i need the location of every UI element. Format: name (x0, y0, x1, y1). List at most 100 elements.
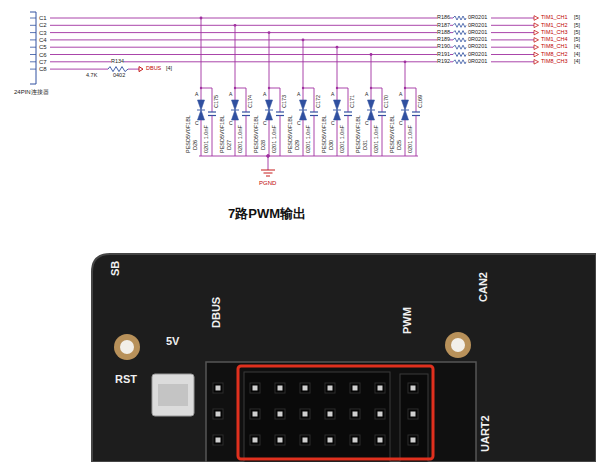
part-name: C173 (282, 95, 288, 108)
wire (197, 110, 205, 111)
part-name: D25 (397, 140, 403, 150)
header-pin (378, 438, 383, 443)
diode-symbol (368, 110, 375, 120)
part-value: PESD5V0F1BL (322, 115, 328, 153)
pin-socket (350, 383, 360, 393)
pin-socket (375, 383, 385, 393)
part-value: 0R0201 (468, 15, 487, 21)
header-pin (216, 386, 221, 391)
part-name: D31 (363, 140, 369, 150)
part-name: D28 (261, 140, 267, 150)
pin-letter: A (229, 92, 232, 97)
diode-symbol (402, 110, 409, 120)
sheet-ref: [5] (574, 23, 580, 29)
header-pin (278, 412, 283, 417)
part-value: 0R0201 (468, 52, 487, 58)
board-photo (92, 254, 596, 462)
part-value: 0R0201 (468, 23, 487, 29)
part-name: R186 (437, 15, 450, 21)
pin-letter: C (297, 121, 301, 126)
part-value: 0201 1.0nF (374, 125, 380, 153)
diode-symbol (334, 110, 341, 120)
port-label: PWM (402, 307, 413, 334)
header-pin (411, 412, 416, 417)
pin-socket (250, 435, 260, 445)
resistor-symbol (453, 60, 466, 64)
part-value: PESD5V0F1BL (220, 115, 226, 153)
pin-socket (408, 409, 418, 419)
part-value: PESD5V0F1BL (356, 115, 362, 153)
sheet-ref: [4] (574, 59, 580, 65)
part-name: C169 (418, 95, 424, 108)
connector-pin (30, 32, 36, 33)
header-pin (411, 386, 416, 391)
part-value: PESD5V0F1BL (390, 115, 396, 153)
connector-pin (30, 61, 36, 62)
pin-socket (213, 409, 223, 419)
wire (212, 116, 213, 157)
pin-name: C7 (39, 59, 47, 65)
pin-socket (325, 409, 335, 419)
caption: 7路PWM输出 (228, 207, 306, 220)
resistor-symbol (453, 16, 466, 20)
pin-socket (375, 435, 385, 445)
wire (348, 116, 349, 157)
connector-pin (30, 54, 36, 55)
resistor-symbol (453, 38, 466, 42)
wire (50, 32, 453, 33)
wire (491, 61, 534, 62)
connector-pin (30, 69, 36, 70)
pin-socket (300, 435, 310, 445)
wire (491, 54, 534, 55)
wire (269, 120, 270, 156)
part-name: R187 (437, 23, 450, 29)
net-label: TIM1_CH4 (541, 37, 568, 43)
net-label: TIM1_CH1 (541, 15, 568, 21)
header-pin (253, 386, 258, 391)
pin-socket (300, 383, 310, 393)
header-pin (303, 438, 308, 443)
pin-letter: C (331, 121, 335, 126)
wire (344, 111, 352, 112)
wire (246, 116, 247, 157)
part-value: 0402 (113, 73, 125, 79)
part-value: 0R0201 (468, 44, 487, 50)
protection-group (231, 24, 250, 156)
part-value: 0201 1.0nF (238, 125, 244, 153)
header-pin (303, 386, 308, 391)
header-pin (328, 386, 333, 391)
net-label: DBUS (146, 66, 161, 72)
net-arrow (534, 23, 539, 28)
wire (378, 111, 386, 112)
header-pin (353, 386, 358, 391)
wire (303, 120, 304, 156)
pin-name: C8 (39, 66, 47, 72)
pin-name: C4 (39, 37, 47, 43)
pin-letter: A (365, 92, 368, 97)
wire (405, 120, 406, 156)
sheet-ref: [4] (166, 66, 172, 72)
header-pin (353, 438, 358, 443)
pin-letter: C (399, 121, 403, 126)
pin-socket (350, 435, 360, 445)
wire (337, 47, 338, 100)
header-pin (278, 386, 283, 391)
diode-symbol (198, 100, 205, 110)
net-arrow (534, 38, 539, 43)
wire (401, 110, 409, 111)
protection-group (197, 17, 216, 156)
connector-symbol (30, 12, 36, 84)
pin-socket (250, 383, 260, 393)
pin-socket (300, 409, 310, 419)
wire (371, 120, 372, 156)
part-value: 0201 1.0nF (340, 125, 346, 153)
pin-name: C6 (39, 52, 47, 58)
header-pin (303, 412, 308, 417)
part-name: R188 (437, 30, 450, 36)
wire (491, 39, 534, 40)
resistor-symbol (453, 23, 466, 27)
sheet-ref: [5] (574, 37, 580, 43)
wire (280, 116, 281, 157)
pin-name: C3 (39, 30, 47, 36)
wire (337, 120, 338, 156)
